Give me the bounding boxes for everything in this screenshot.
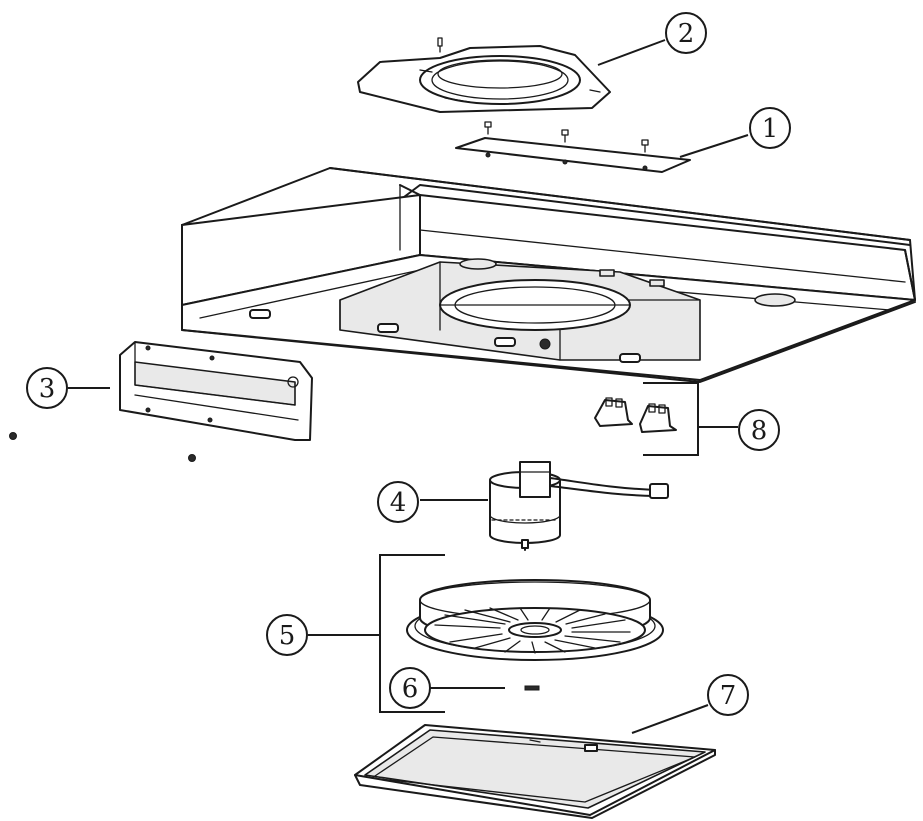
part-clip: [524, 685, 540, 691]
callout-7: 7: [707, 674, 749, 716]
part-grease-filter: [354, 724, 716, 819]
bracket-8: [643, 382, 699, 456]
callout-8: 8: [738, 409, 780, 451]
screw-icon: [484, 121, 649, 153]
callout-3: 3: [26, 367, 68, 409]
callout-label: 6: [402, 674, 419, 704]
callout-1: 1: [749, 107, 791, 149]
callout-5: 5: [266, 614, 308, 656]
part-motor: [489, 461, 669, 551]
part-duct-collar-plate: [357, 37, 611, 113]
callout-2: 2: [665, 12, 707, 54]
callout-label: 2: [678, 19, 695, 49]
callout-label: 3: [39, 374, 56, 404]
part-control-box: [119, 341, 313, 441]
leader-2: [597, 39, 666, 66]
part-cover-plate: [455, 121, 691, 173]
callout-label: 7: [720, 681, 737, 711]
leader-1: [679, 134, 749, 158]
bracket-5: [379, 554, 445, 713]
part-blower-wheel: [406, 579, 664, 661]
part-range-hood-body: [181, 167, 916, 383]
callout-6: 6: [389, 667, 431, 709]
callout-label: 4: [390, 488, 407, 518]
screw-dot: [9, 432, 17, 440]
callout-label: 5: [279, 621, 296, 651]
callout-label: 1: [762, 114, 779, 144]
leader-7: [631, 704, 709, 734]
callout-label: 8: [751, 416, 768, 446]
callout-4: 4: [377, 481, 419, 523]
screw-dot: [188, 454, 196, 462]
part-lamp-holders: [594, 397, 677, 433]
